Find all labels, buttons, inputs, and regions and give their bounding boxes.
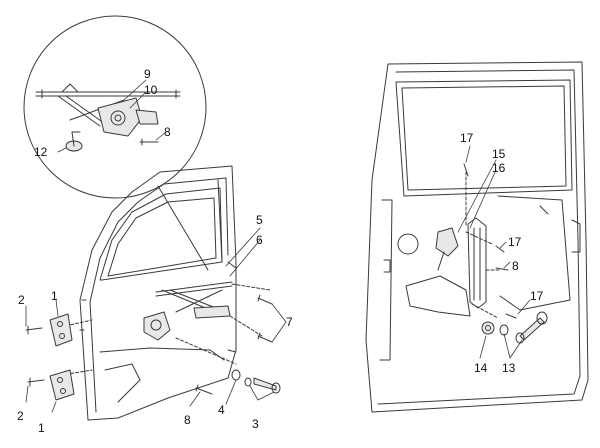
callout-4: 4	[218, 403, 225, 417]
hinge-lower	[49, 369, 75, 401]
window-regulator-inset	[23, 15, 223, 271]
callout-15: 15	[492, 147, 506, 161]
crank-13	[499, 311, 548, 344]
screws-7	[257, 294, 273, 343]
callout-8-inset: 8	[164, 125, 171, 139]
screw-8-inset	[139, 138, 159, 146]
callout-14: 14	[474, 361, 488, 375]
callout-1-lower: 1	[38, 421, 45, 435]
callout-6: 6	[256, 233, 263, 247]
callout-5: 5	[256, 213, 263, 227]
callout-1-upper: 1	[51, 289, 58, 303]
callout-17-top: 17	[460, 131, 474, 145]
callout-7: 7	[286, 315, 293, 329]
hinge-bolt-lower	[27, 377, 45, 387]
callout-9: 9	[144, 67, 151, 81]
callout-17-mid: 17	[508, 235, 522, 249]
hinge-upper	[49, 313, 73, 347]
callout-17-low: 17	[530, 289, 544, 303]
washer-14	[481, 321, 495, 335]
sliding-door-outline	[365, 61, 589, 413]
sliding-window-regulator	[435, 217, 487, 309]
screw-8-bottom	[195, 384, 213, 395]
hinge-bolt-upper	[25, 325, 43, 335]
callout-10: 10	[144, 83, 158, 97]
callout-13: 13	[502, 361, 516, 375]
callout-12: 12	[34, 145, 48, 159]
callout-leaders	[25, 79, 531, 413]
clip-12	[65, 131, 83, 152]
washer-4	[231, 369, 241, 381]
front-window-regulator	[143, 281, 233, 341]
callout-2-lower: 2	[17, 409, 24, 423]
callout-16: 16	[492, 161, 506, 175]
callout-3: 3	[252, 417, 259, 431]
callout-labels: 1 1 2 2 3 4 5 6 7 8 8 8 9 10 12 13 14 15…	[17, 67, 544, 435]
callout-8-right: 8	[512, 259, 519, 273]
front-door-outline	[79, 165, 237, 421]
screws-right	[463, 163, 517, 319]
window-crank-3	[244, 377, 281, 394]
leader-lines	[55, 283, 271, 377]
callout-8-bottom: 8	[184, 413, 191, 427]
callout-2-upper: 2	[18, 293, 25, 307]
